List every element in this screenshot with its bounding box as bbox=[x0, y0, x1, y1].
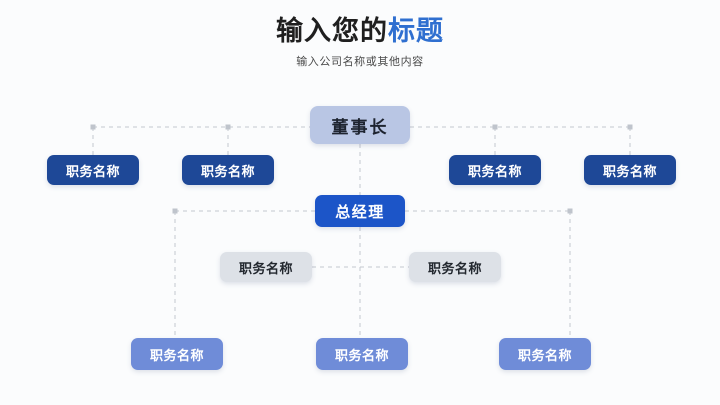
org-node-position-l2-3[interactable]: 职务名称 bbox=[449, 155, 541, 185]
org-node-label: 职务名称 bbox=[149, 347, 204, 363]
page-title: 输入您的标题 bbox=[0, 14, 720, 48]
org-node-position-l2-1[interactable]: 职务名称 bbox=[47, 155, 139, 185]
org-node-label: 职务名称 bbox=[427, 260, 482, 276]
org-node-label: 职务名称 bbox=[517, 347, 572, 363]
org-node-general-manager[interactable]: 总经理 bbox=[315, 195, 405, 227]
org-node-position-l5-1[interactable]: 职务名称 bbox=[131, 338, 223, 370]
org-node-label: 董事长 bbox=[331, 117, 389, 137]
node-marker-2 bbox=[225, 124, 231, 130]
org-node-label: 职务名称 bbox=[238, 260, 293, 276]
org-node-position-l4-2[interactable]: 职务名称 bbox=[409, 252, 501, 282]
page-title-main: 输入您的 bbox=[276, 16, 388, 46]
org-node-position-l4-1[interactable]: 职务名称 bbox=[220, 252, 312, 282]
node-marker-4 bbox=[627, 124, 633, 130]
org-node-label: 职务名称 bbox=[334, 347, 389, 363]
org-node-chairman[interactable]: 董事长 bbox=[310, 106, 410, 144]
org-node-position-l5-3[interactable]: 职务名称 bbox=[499, 338, 591, 370]
org-node-position-l2-4[interactable]: 职务名称 bbox=[584, 155, 676, 185]
node-marker-6 bbox=[567, 208, 573, 214]
node-marker-3 bbox=[492, 124, 498, 130]
org-node-label: 职务名称 bbox=[467, 163, 522, 179]
slide-header: 输入您的标题 输入公司名称或其他内容 bbox=[0, 14, 720, 69]
node-marker-5 bbox=[172, 208, 178, 214]
org-node-label: 职务名称 bbox=[200, 163, 255, 179]
org-node-position-l2-2[interactable]: 职务名称 bbox=[182, 155, 274, 185]
org-node-label: 职务名称 bbox=[65, 163, 120, 179]
node-marker-1 bbox=[90, 124, 96, 130]
org-node-label: 职务名称 bbox=[602, 163, 657, 179]
org-node-label: 总经理 bbox=[335, 203, 385, 221]
org-node-position-l5-2[interactable]: 职务名称 bbox=[316, 338, 408, 370]
page-title-accent: 标题 bbox=[388, 16, 444, 46]
page-subtitle: 输入公司名称或其他内容 bbox=[296, 56, 424, 68]
